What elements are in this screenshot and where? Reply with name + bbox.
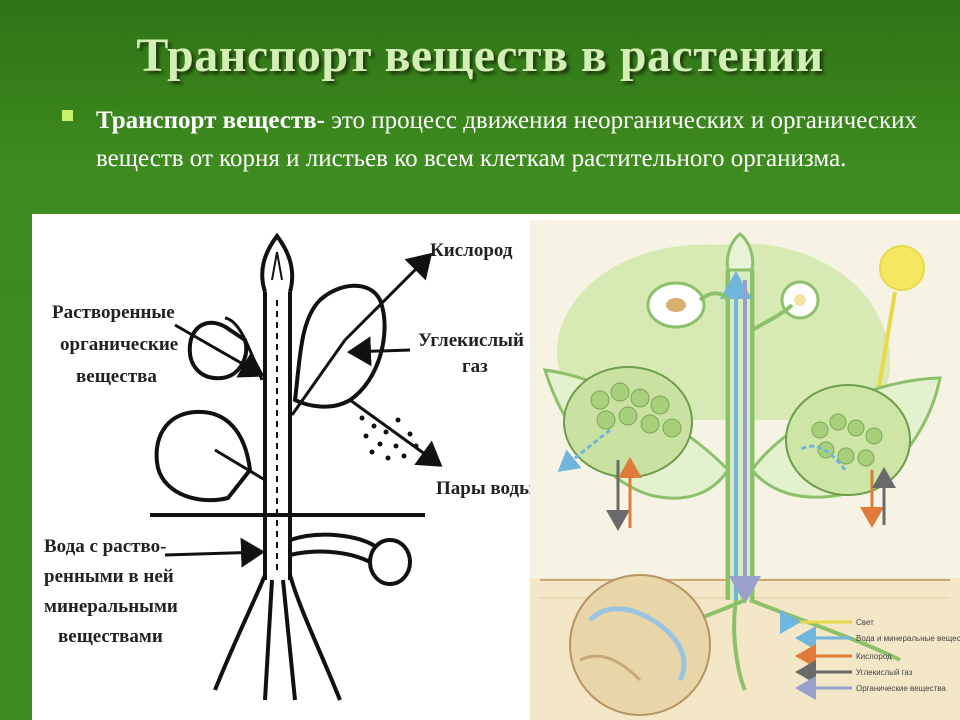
definition-body: это процесс движения неорганических и ор… xyxy=(96,107,918,172)
legend-co2: Углекислый газ xyxy=(856,668,913,677)
color-stem xyxy=(725,270,755,600)
slide-title: Транспорт веществ в растении xyxy=(136,29,824,82)
legend: Свет Вода и минеральные вещества Кислоро… xyxy=(780,610,960,700)
color-bud xyxy=(725,232,755,272)
oxygen-arrow xyxy=(343,252,433,342)
label-water-1: Вода с раство- xyxy=(44,536,166,557)
label-organic-2: органические xyxy=(60,334,178,355)
apical-bud xyxy=(260,232,295,293)
legend-light: Свет xyxy=(856,618,874,627)
definition-text: Транспорт веществ- это процесс движения … xyxy=(96,102,936,178)
sun-icon xyxy=(879,245,925,291)
water-arrow xyxy=(164,537,265,568)
vapor-dots xyxy=(359,415,419,461)
co2-arrow xyxy=(347,336,411,367)
stem xyxy=(263,290,292,580)
label-water-3: минеральными xyxy=(44,596,178,617)
label-organic-3: вещества xyxy=(76,366,157,387)
right-plant-diagram: Свет Вода и минеральные вещества Кислоро… xyxy=(530,220,960,720)
label-oxygen: Кислород xyxy=(430,240,513,261)
label-organic-1: Растворенные xyxy=(52,302,175,323)
bullet-icon xyxy=(62,110,73,121)
root-tip xyxy=(368,538,412,586)
label-co2-2: газ xyxy=(462,356,488,377)
leaf-cells-right xyxy=(785,384,911,496)
left-plant-diagram: Кислород Углекислый газ Растворенные орг… xyxy=(44,232,534,701)
roots xyxy=(213,574,342,701)
label-water-2: ренными в ней xyxy=(44,566,174,587)
legend-organic: Органические вещества xyxy=(856,684,946,693)
label-vapor: Пары воды xyxy=(436,478,534,499)
label-water-4: веществами xyxy=(58,626,163,647)
leaf-lower-left xyxy=(154,409,253,503)
label-co2-1: Углекислый xyxy=(418,330,524,351)
organic-arrow xyxy=(174,323,265,378)
soil-zoom xyxy=(569,574,711,716)
legend-oxygen: Кислород xyxy=(856,652,892,661)
definition-term: Транспорт веществ- xyxy=(96,107,325,134)
vapor-arrow xyxy=(349,398,443,467)
legend-water: Вода и минеральные вещества xyxy=(856,634,960,643)
